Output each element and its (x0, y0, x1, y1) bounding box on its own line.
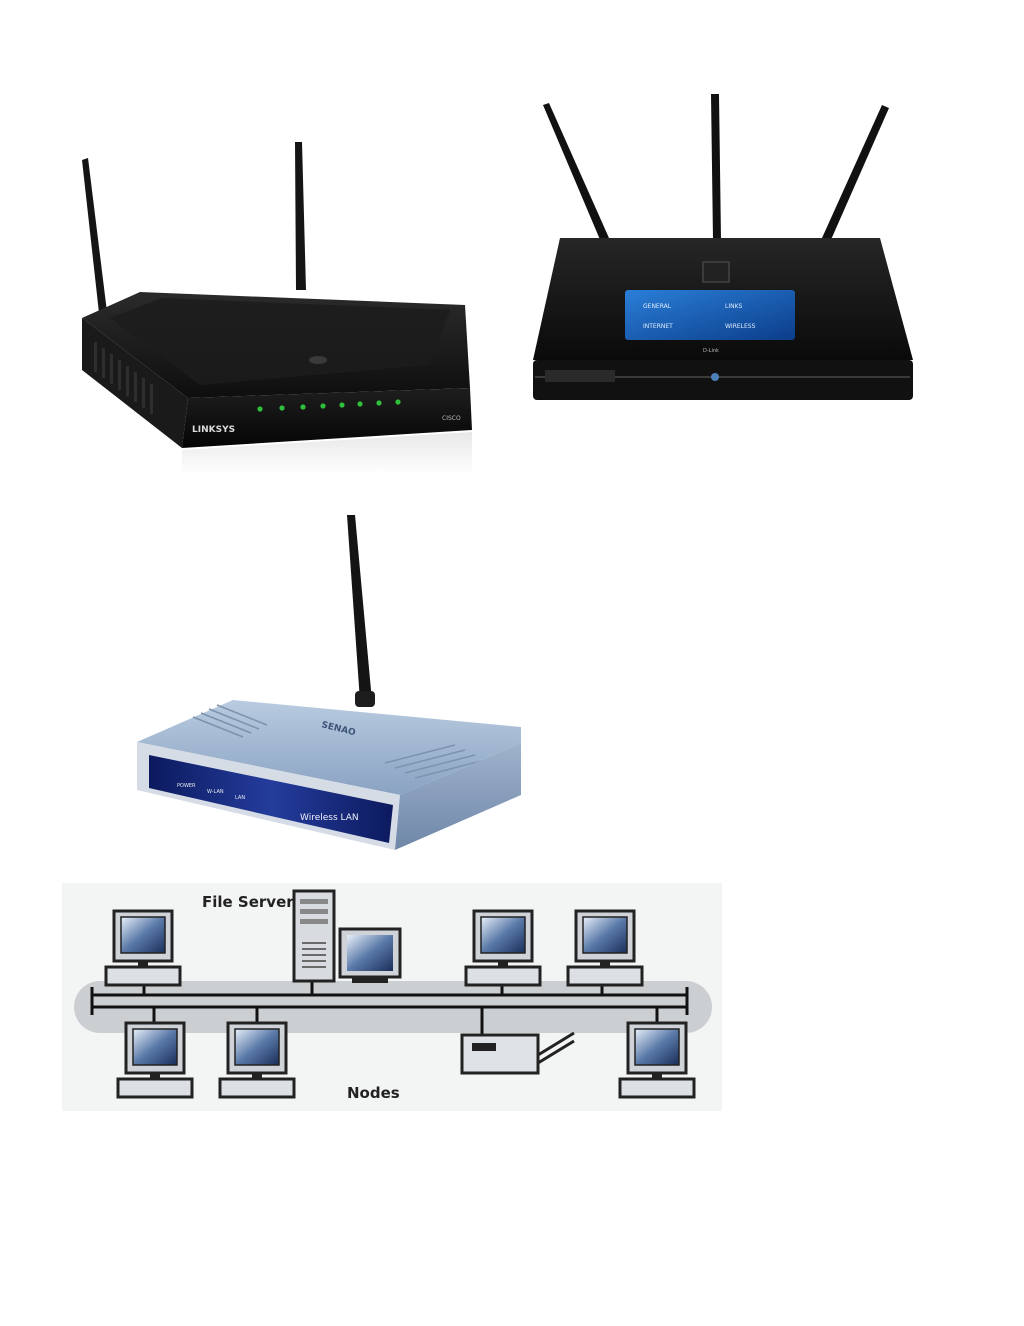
status-leds (257, 399, 401, 412)
lcd-screen (625, 290, 795, 340)
computer-icon (116, 1021, 194, 1099)
file-server-icon (292, 889, 402, 983)
dlink-router-image: GENERAL LINKS INTERNET WIRELESS D-Link (525, 90, 920, 420)
lcd-general-text: GENERAL (643, 303, 672, 310)
computer-icon (566, 909, 644, 987)
computer-icon (218, 1021, 296, 1099)
bus-network-diagram: File Server Nodes (62, 883, 722, 1111)
led-lan-label: LAN (235, 795, 245, 801)
printer-icon (460, 1031, 575, 1075)
lcd-internet-text: INTERNET (643, 323, 673, 330)
led-power-label: POWER (177, 783, 196, 789)
cisco-brand-text: CISCO (442, 415, 461, 422)
computer-icon (618, 1021, 696, 1099)
wireless-lan-label: Wireless LAN (300, 813, 359, 823)
led-wlan-label: W-LAN (207, 789, 224, 795)
antenna-middle (711, 94, 721, 240)
lcd-links-text: LINKS (725, 303, 743, 310)
antenna-left (543, 103, 609, 242)
linksys-brand-text: LINKSYS (192, 425, 235, 435)
file-server-label: File Server (202, 893, 294, 911)
antenna-right (295, 142, 306, 290)
computer-icon (464, 909, 542, 987)
nodes-label: Nodes (347, 1084, 400, 1102)
antenna-left (82, 158, 108, 322)
dlink-brand-text: D-Link (703, 348, 719, 354)
senao-router-image: SENAO POWER W-LAN LAN Wireless LAN (125, 505, 535, 855)
lcd-wireless-text: WIRELESS (725, 323, 756, 330)
antenna-right (822, 105, 889, 242)
computer-icon (104, 909, 182, 987)
linksys-router-image: LINKSYS CISCO (70, 130, 490, 475)
antenna (347, 515, 372, 701)
